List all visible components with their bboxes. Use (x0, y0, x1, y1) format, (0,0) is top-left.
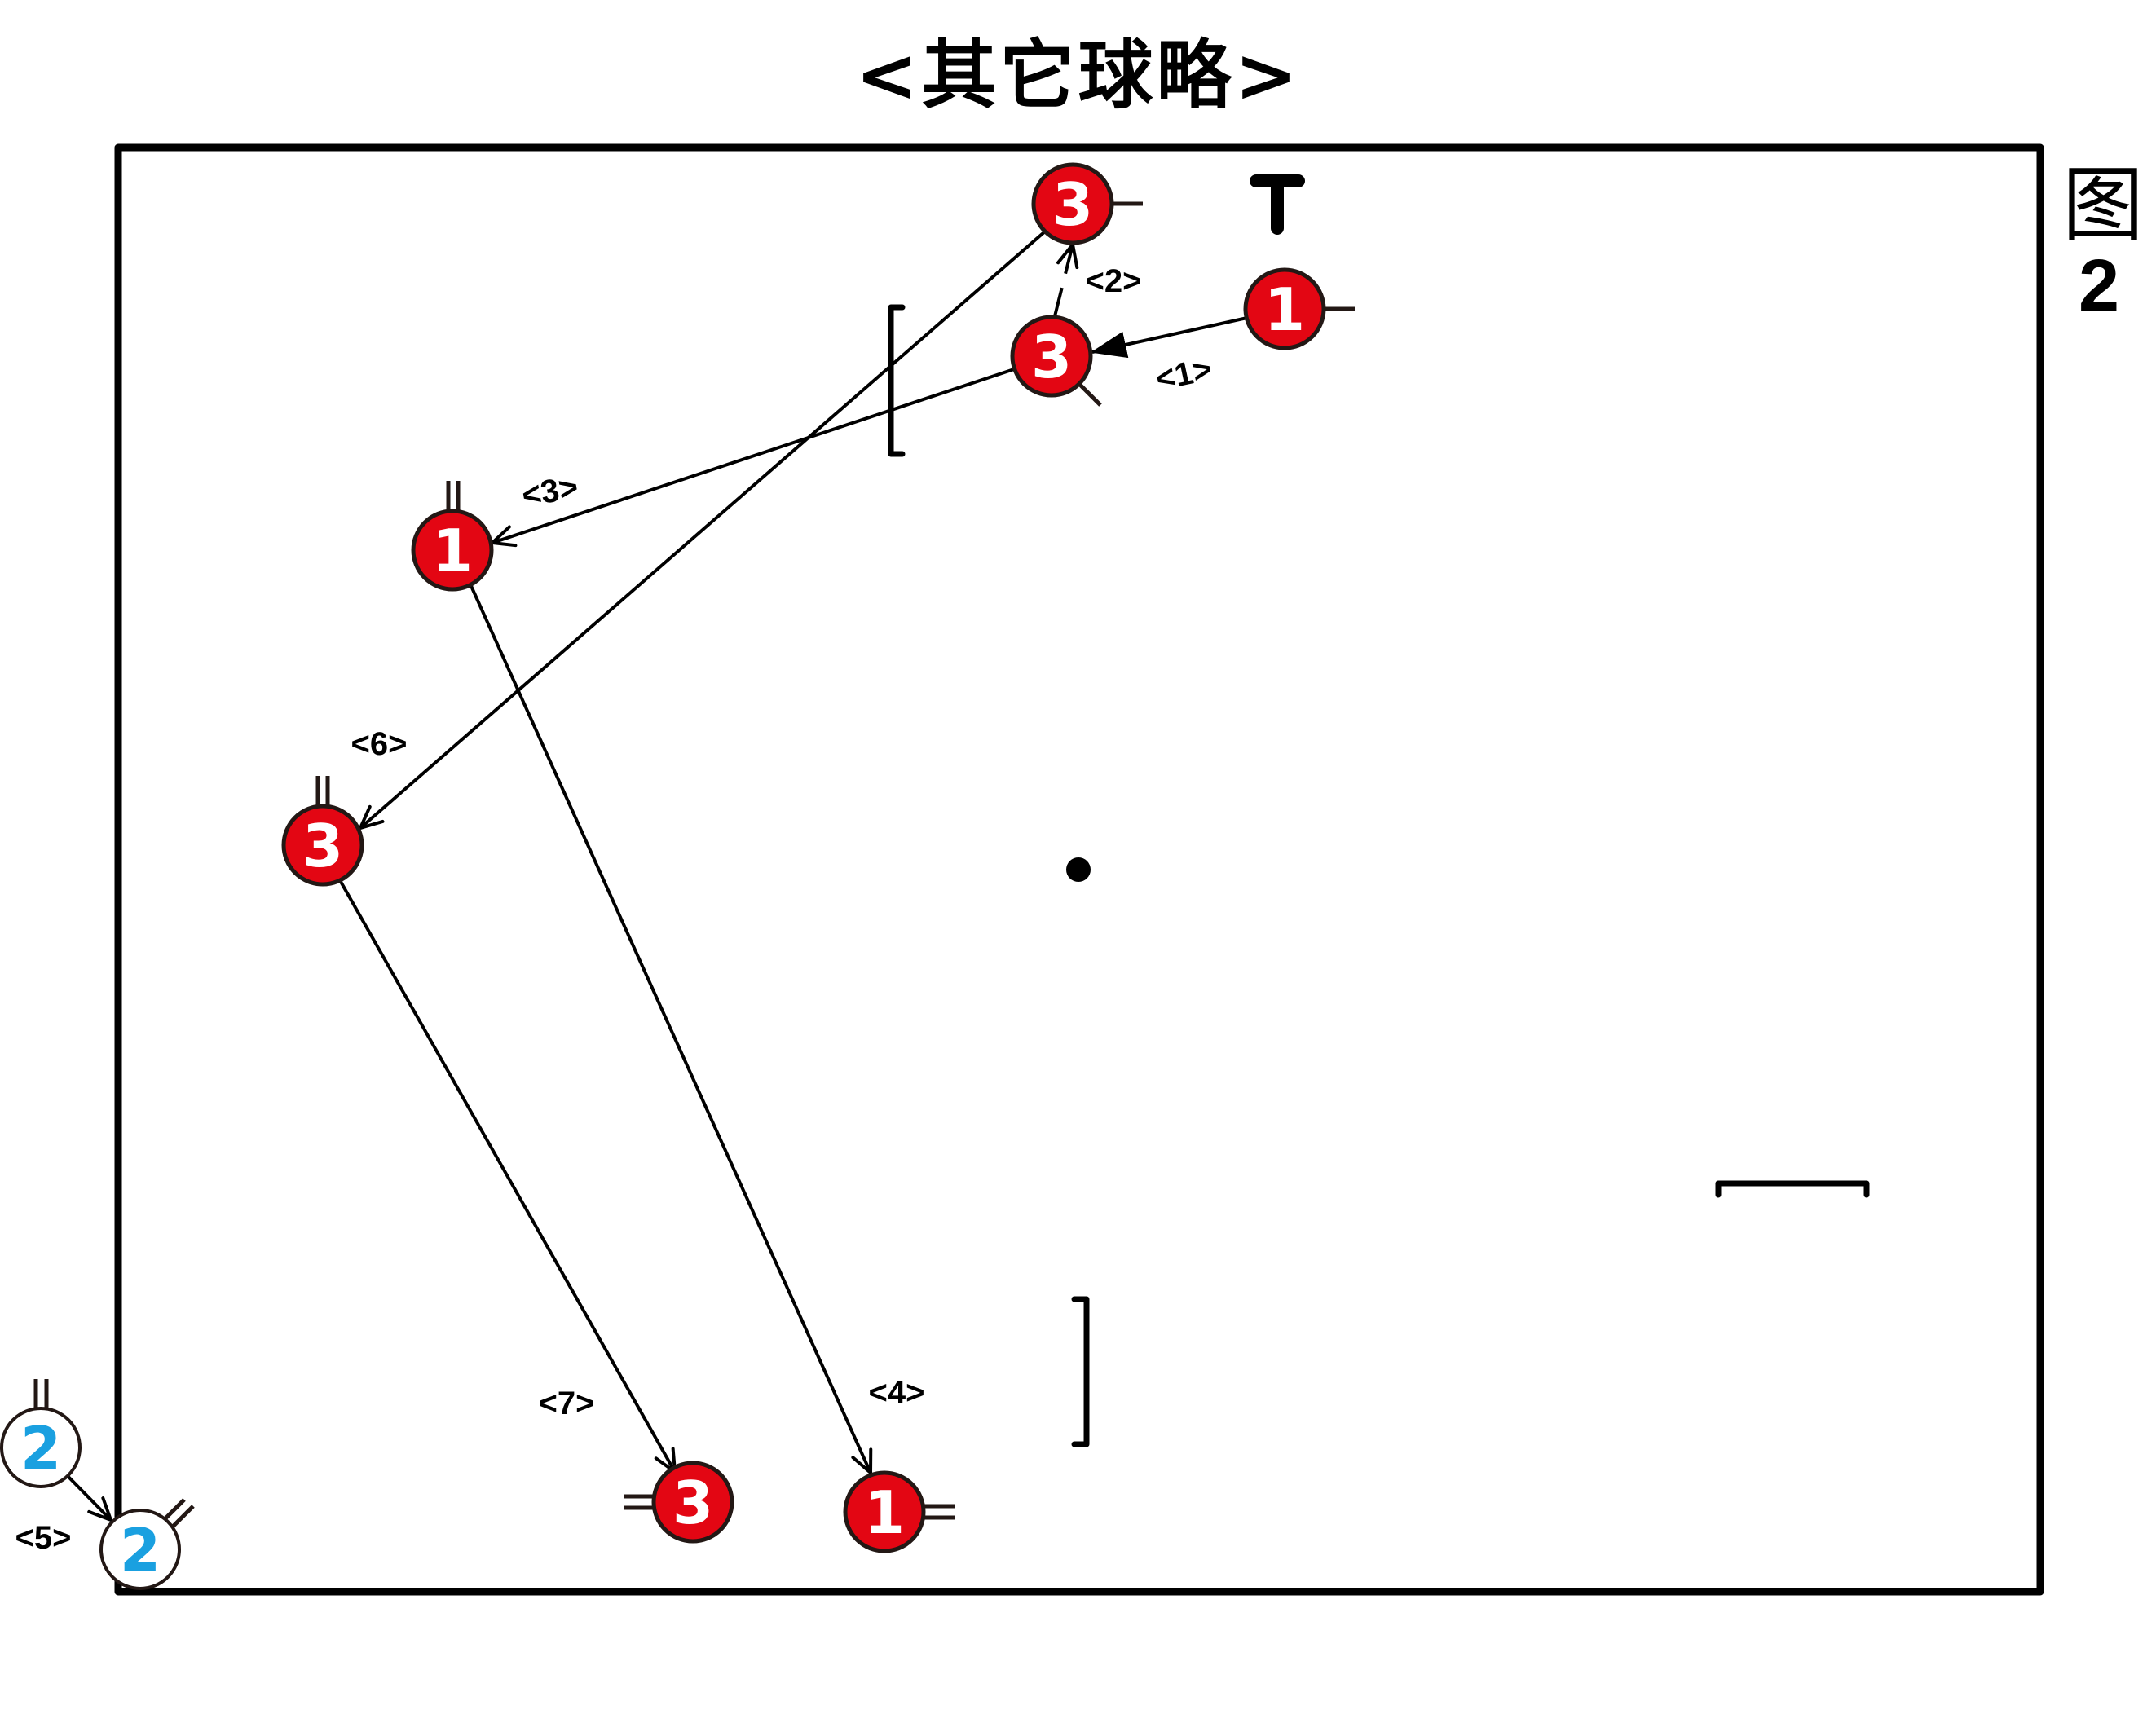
figure-number: 2 (2078, 245, 2120, 327)
player-red-1-right[interactable]: 1 (1243, 267, 1326, 350)
svg-text:3: 3 (1052, 170, 1093, 239)
pass-6-arrow (360, 230, 1047, 828)
bracket-horizontal (1715, 1180, 1870, 1198)
player-facing-ticks (33, 201, 1355, 1528)
pass-5-arrow (66, 1474, 111, 1520)
bracket-left-top (888, 304, 906, 457)
pass-4-arrow (470, 585, 871, 1473)
court-boundary (114, 143, 2044, 1596)
player-blue-2-corner[interactable]: 2 (99, 1509, 181, 1590)
player-blue-2-outside[interactable]: 2 (0, 1407, 82, 1488)
t-mark (1250, 174, 1305, 235)
figure-label-char: 图 (2062, 157, 2144, 253)
pass-2-arrow (1053, 245, 1073, 317)
step-label-1: <1> (1153, 351, 1215, 398)
player-red-1-left[interactable]: 1 (411, 509, 494, 592)
pass-3-arrow (492, 368, 1015, 543)
svg-text:2: 2 (20, 1414, 61, 1483)
pass-1-arrow (1090, 316, 1248, 359)
player-red-3-bottom[interactable]: 3 (651, 1461, 734, 1544)
svg-text:1: 1 (432, 517, 473, 585)
step-label-6: <6> (351, 726, 408, 762)
step-label-2: <2> (1086, 263, 1142, 299)
step-label-7: <7> (539, 1386, 595, 1421)
step-label-4: <4> (869, 1375, 925, 1411)
player-red-3-mid[interactable]: 3 (1010, 315, 1093, 398)
svg-text:2: 2 (120, 1516, 161, 1584)
step-label-5: <5> (15, 1520, 72, 1556)
svg-text:1: 1 (1264, 275, 1305, 344)
player-red-1-bottom[interactable]: 1 (843, 1470, 926, 1553)
center-dot (1066, 857, 1091, 882)
step-label-3: <3> (519, 469, 581, 514)
svg-text:3: 3 (672, 1469, 713, 1537)
svg-text:1: 1 (864, 1478, 905, 1547)
bracket-right-bottom (1071, 1296, 1090, 1447)
svg-text:3: 3 (1031, 323, 1072, 391)
svg-text:3: 3 (302, 812, 343, 880)
pass-7-arrow (338, 879, 675, 1472)
player-red-3-top[interactable]: 3 (1031, 162, 1114, 245)
pass-lines (66, 230, 1248, 1520)
player-red-3-left[interactable]: 3 (281, 804, 364, 887)
diagram-title: <其它球略> (855, 32, 1301, 119)
